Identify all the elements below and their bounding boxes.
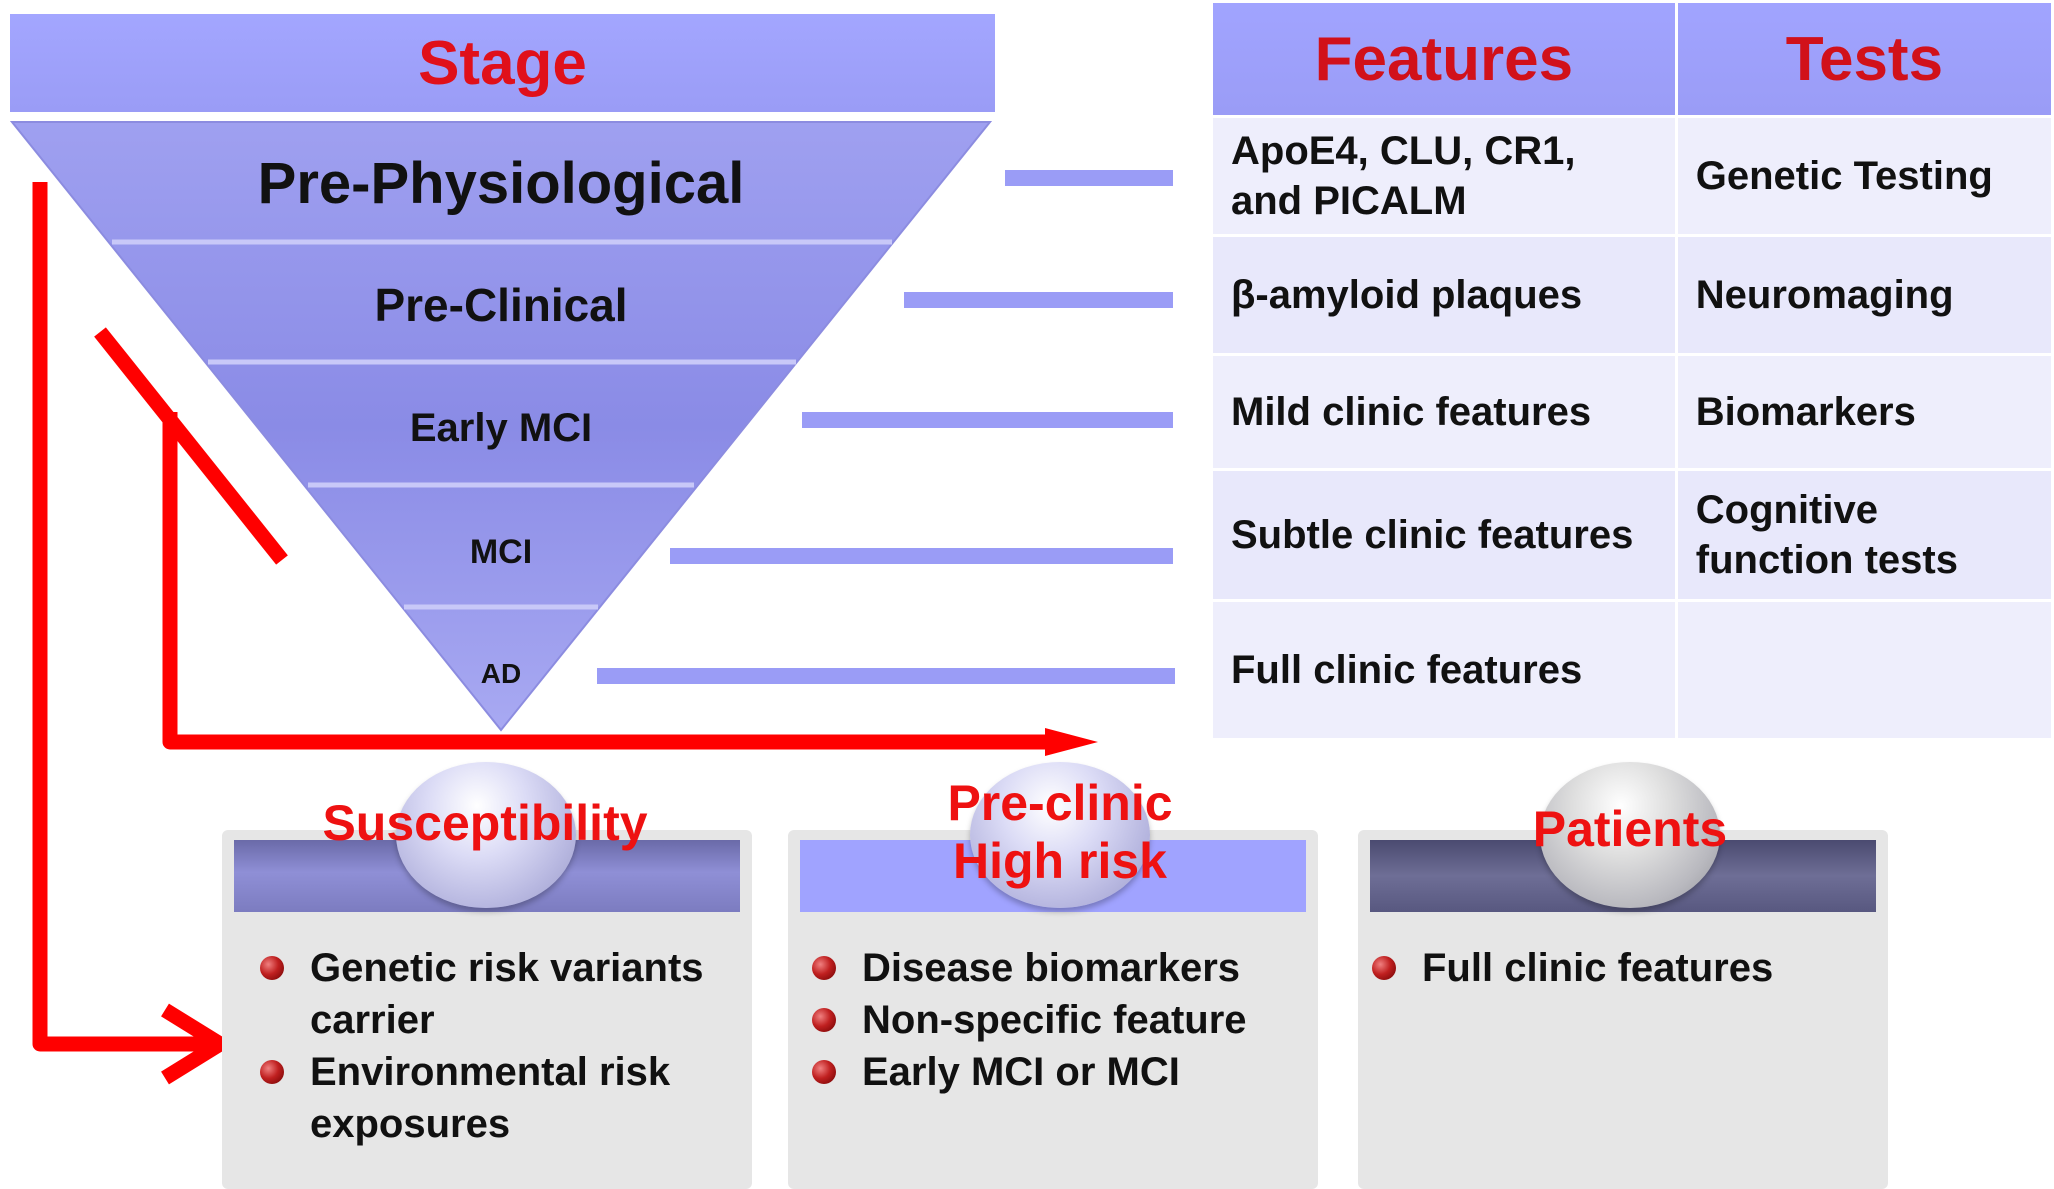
bullet-dot-icon (260, 1060, 284, 1084)
table-row: ApoE4, CLU, CR1, and PICALM Genetic Test… (1213, 118, 2051, 234)
group-title-patients: Patients (1532, 801, 1728, 857)
stage-header-label: Stage (418, 28, 587, 98)
connector-bar (904, 292, 1173, 308)
arrowhead-preclinic (1045, 728, 1098, 756)
funnel-body (9, 121, 993, 732)
connector-bar (1005, 170, 1173, 186)
group-title-preclinic: Pre-clinic High risk (947, 775, 1173, 889)
feature-cell: Full clinic features (1213, 602, 1675, 738)
arrow-to-preclinic (162, 412, 1070, 750)
group-bullet-list: Disease biomarkers Non-specific feature … (804, 942, 1247, 1098)
list-item: Environmental risk exposures (252, 1046, 752, 1150)
bullet-dot-icon (812, 1060, 836, 1084)
table-row: β-amyloid plaques Neuromaging (1213, 237, 2051, 353)
stage-level-mci: MCI (469, 533, 533, 571)
list-item: Disease biomarkers (804, 942, 1247, 994)
diagonal-red-line (94, 327, 288, 565)
features-tests-table: Features Tests ApoE4, CLU, CR1, and PICA… (1210, 0, 2054, 741)
feature-cell: β-amyloid plaques (1213, 237, 1675, 353)
test-cell: Genetic Testing (1677, 118, 2051, 234)
table-row: Subtle clinic features Cognitive functio… (1213, 471, 2051, 599)
group-title-susceptibility: Susceptibility (322, 795, 648, 851)
list-item: Genetic risk variants carrier (252, 942, 752, 1046)
test-cell: Cognitive function tests (1677, 471, 2051, 599)
feature-cell: Subtle clinic features (1213, 471, 1675, 599)
group-bullet-list: Full clinic features (1364, 942, 1773, 994)
connector-bar (670, 548, 1173, 564)
group-bullet-list: Genetic risk variants carrier Environmen… (252, 942, 752, 1150)
stage-level-pre-clinical: Pre-Clinical (374, 279, 628, 331)
table-row: Mild clinic features Biomarkers (1213, 356, 2051, 468)
list-item: Full clinic features (1364, 942, 1773, 994)
bullet-dot-icon (260, 956, 284, 980)
bullet-dot-icon (812, 956, 836, 980)
connector-bar (597, 668, 1175, 684)
orb-susceptibility-icon (396, 762, 576, 908)
bullet-dot-icon (812, 1008, 836, 1032)
test-cell: Neuromaging (1677, 237, 2051, 353)
test-cell (1677, 602, 2051, 738)
red-arrows (32, 182, 1070, 1052)
list-item: Non-specific feature (804, 994, 1247, 1046)
table-header-tests: Tests (1677, 3, 2051, 115)
feature-cell: ApoE4, CLU, CR1, and PICALM (1213, 118, 1675, 234)
orb-preclinic-icon (970, 762, 1150, 908)
connector-bar (802, 412, 1173, 428)
stage-level-pre-physiological: Pre-Physiological (257, 151, 745, 216)
test-cell: Biomarkers (1677, 356, 2051, 468)
list-item: Early MCI or MCI (804, 1046, 1247, 1098)
table-header-features: Features (1213, 3, 1675, 115)
feature-cell: Mild clinic features (1213, 356, 1675, 468)
orb-patients-icon (1540, 762, 1720, 908)
table-row: Full clinic features (1213, 602, 2051, 738)
stage-level-ad: AD (480, 658, 522, 689)
arrowhead-susceptibility (161, 1003, 235, 1085)
stage-header: Stage (10, 14, 995, 112)
stage-level-early-mci: Early MCI (409, 406, 593, 450)
arrow-to-susceptibility (32, 182, 235, 1052)
bullet-dot-icon (1372, 956, 1396, 980)
